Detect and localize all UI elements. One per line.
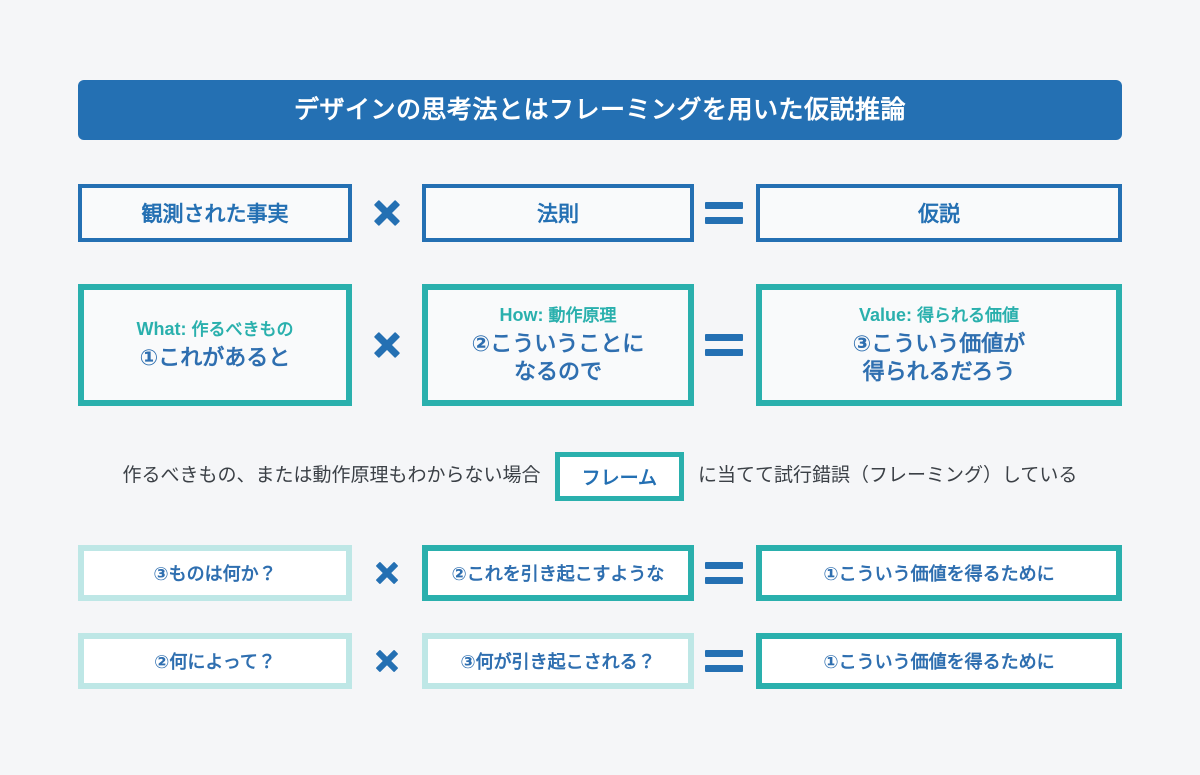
row2-cell-2-kicker-en: How:: [499, 305, 544, 326]
times-icon: [372, 558, 402, 588]
row2-cell-1-kicker: What: 作るべきもの: [137, 317, 294, 342]
row4-cell-value-goal: ①こういう価値を得るために: [756, 633, 1122, 689]
row2-cell-1-kicker-jp: 作るべきもの: [191, 320, 294, 340]
operator-times-row2: [352, 284, 422, 406]
row4-cell-1-label: ②何によって？: [154, 652, 276, 672]
equals-icon: [705, 647, 745, 675]
operator-times-row1: [352, 184, 422, 242]
row3-cell-2-label: ②これを引き起こすような: [451, 564, 665, 584]
title-banner: デザインの思考法とはフレーミングを用いた仮説推論: [78, 80, 1122, 140]
equation-row-2: What: 作るべきもの ①これがあると How: 動作原理 ②こういうことに …: [78, 284, 1122, 406]
operator-equals-row1: [694, 184, 756, 242]
row1-cell-2-label: 法則: [537, 203, 579, 226]
row1-cell-observed-fact: 観測された事実: [78, 184, 352, 242]
times-icon: [370, 196, 404, 230]
row1-cell-3-label: 仮説: [918, 203, 960, 226]
times-icon: [370, 328, 404, 362]
row3-cell-1-label: ③ものは何か？: [153, 564, 277, 584]
equation-row-1: 観測された事実 法則 仮説: [78, 184, 1122, 242]
operator-equals-row2: [694, 284, 756, 406]
row2-cell-3-kicker-en: Value:: [858, 305, 912, 326]
row2-cell-value: Value: 得られる価値 ③こういう価値が 得られるだろう: [756, 284, 1122, 406]
page-title: デザインの思考法とはフレーミングを用いた仮説推論: [293, 96, 906, 124]
row3-cell-3-label: ①こういう価値を得るために: [823, 564, 1055, 584]
row2-cell-2-label-line2: なるので: [513, 359, 602, 385]
equals-icon: [705, 199, 745, 227]
row2-cell-3-kicker: Value: 得られる価値: [859, 303, 1019, 328]
operator-times-row3: [352, 545, 422, 601]
row2-cell-1-label: ①これがあると: [139, 345, 291, 371]
row3-cell-what-question: ③ものは何か？: [78, 545, 352, 601]
row2-cell-how: How: 動作原理 ②こういうことに なるので: [422, 284, 694, 406]
operator-times-row4: [352, 633, 422, 689]
row4-cell-effect-question: ③何が引き起こされる？: [422, 633, 694, 689]
row4-cell-3-label: ①こういう価値を得るために: [823, 652, 1055, 672]
row1-cell-1-label: 観測された事実: [141, 203, 289, 226]
equals-icon: [705, 331, 745, 359]
framing-note: 作るべきもの、または動作原理もわからない場合 フレーム に当てて試行錯誤（フレー…: [78, 450, 1122, 502]
row3-cell-cause-question: ②これを引き起こすような: [422, 545, 694, 601]
row2-cell-3-label-line1: ③こういう価値が: [852, 331, 1026, 357]
row2-cell-2-kicker: How: 動作原理: [499, 303, 616, 328]
frame-chip-label: フレーム: [581, 467, 657, 489]
row1-cell-rule: 法則: [422, 184, 694, 242]
framing-note-before: 作るべきもの、または動作原理もわからない場合: [122, 464, 541, 486]
frame-chip: フレーム: [554, 451, 684, 501]
row2-cell-3-kicker-jp: 得られる価値: [917, 306, 1020, 326]
row4-cell-2-label: ③何が引き起こされる？: [460, 652, 656, 672]
operator-equals-row3: [694, 545, 756, 601]
equals-icon: [705, 559, 745, 587]
row2-cell-2-kicker-jp: 動作原理: [548, 306, 617, 326]
equation-row-3: ③ものは何か？ ②これを引き起こすような ①こういう価値を得るために: [78, 545, 1122, 601]
row4-cell-by-what-question: ②何によって？: [78, 633, 352, 689]
framing-note-after: に当てて試行錯誤（フレーミング）している: [698, 464, 1078, 486]
row3-cell-value-goal: ①こういう価値を得るために: [756, 545, 1122, 601]
row2-cell-what: What: 作るべきもの ①これがあると: [78, 284, 352, 406]
operator-equals-row4: [694, 633, 756, 689]
equation-row-4: ②何によって？ ③何が引き起こされる？ ①こういう価値を得るために: [78, 633, 1122, 689]
row1-cell-hypothesis: 仮説: [756, 184, 1122, 242]
row2-cell-3-label-line2: 得られるだろう: [862, 359, 1016, 385]
row2-cell-2-label-line1: ②こういうことに: [471, 331, 645, 357]
row2-cell-1-kicker-en: What:: [136, 319, 187, 340]
times-icon: [372, 646, 402, 676]
